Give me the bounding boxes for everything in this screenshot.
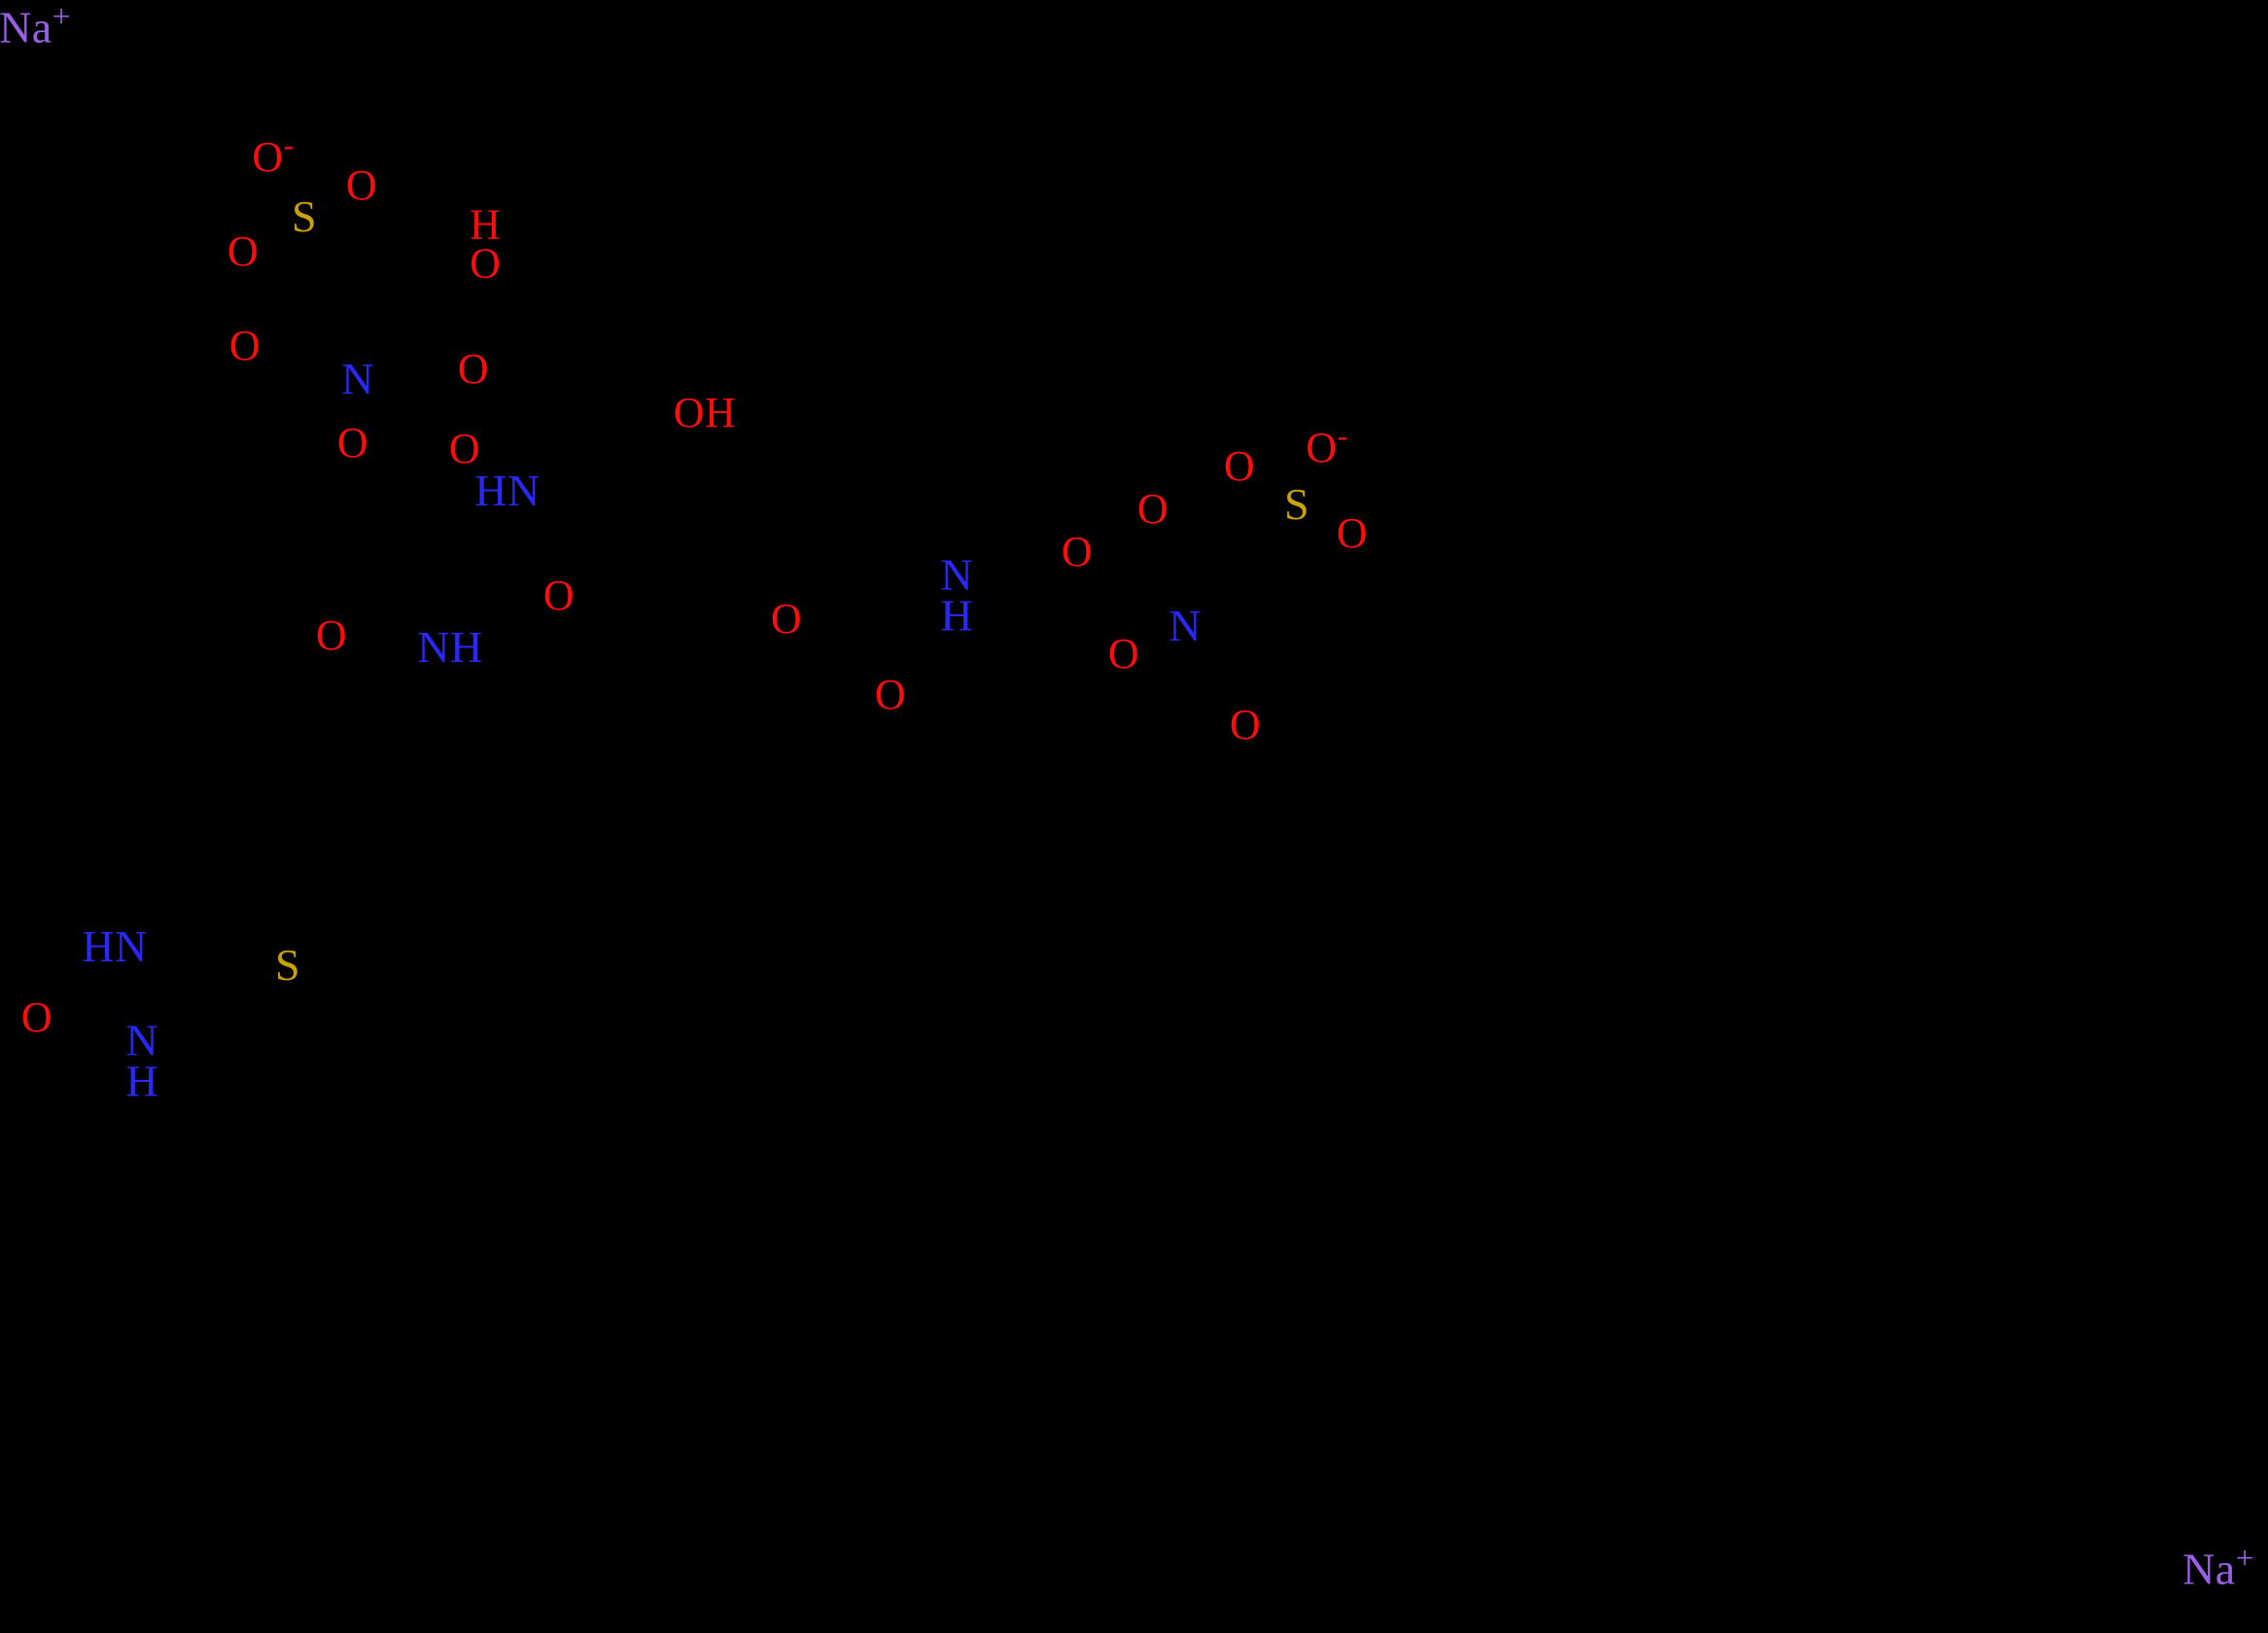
atom-label-oh-mid: OH	[673, 389, 737, 436]
atom-label-s-sulfonate-2: S	[1283, 479, 1310, 529]
atom-label-nh-amide-3: NH	[417, 622, 483, 672]
atom-label-s-thiophane: S	[274, 940, 301, 990]
charge-sign-na-bottom-right: +	[2235, 1540, 2254, 1577]
atom-label-o-ester-left: O	[228, 322, 262, 369]
atom-label-o-sulfonyl-1a: O	[345, 161, 378, 209]
atom-label-o-carbonyl-d: O	[874, 671, 907, 718]
charge-sign-na-top-left: +	[52, 0, 71, 35]
atom-label-o-ester-r1: O	[1136, 485, 1169, 533]
atom-label-hn-amide-2-lower: H	[940, 591, 973, 641]
atom-label-o-amide-c: O	[542, 572, 576, 619]
atom-label-o-urea: O	[20, 993, 53, 1041]
atom-label-hn-amide-1: HN	[474, 466, 541, 515]
atom-label-o-sulfonate-2: O-	[1306, 419, 1348, 471]
atom-label-o-ester-right: O	[457, 345, 490, 393]
atom-label-o-ether-mid: O	[770, 595, 803, 643]
atom-label-o-carbonyl-left: O	[336, 419, 369, 467]
atom-label-nh-urea-bottom-lower: H	[125, 1057, 158, 1106]
atom-label-n-imide-right: N	[1169, 601, 1202, 650]
atom-label-o-sulfonyl-2a: O	[1223, 442, 1256, 490]
atom-label-o-carbonyl-mid: O	[448, 425, 481, 472]
atom-label-nh-urea-bottom-upper: N	[125, 1015, 158, 1065]
atom-label-o-carbonyl-e: O	[1229, 701, 1262, 748]
atom-label-o-sulfonyl-2b: O	[1336, 509, 1369, 557]
atom-label-n-imide-left: N	[341, 354, 374, 403]
atom-label-o-sulfonate-1: O-	[252, 128, 295, 181]
atom-label-s-sulfonate-1: S	[291, 191, 318, 241]
atom-label-o-sulfonyl-1b: O	[227, 227, 260, 275]
atom-label-hn-amide-2-upper: N	[940, 549, 973, 600]
atom-label-oh-top-middle-upper: H	[470, 200, 501, 249]
atom-label-oh-top-middle-lower: O	[470, 240, 501, 288]
atom-label-na-top-left: Na+	[0, 0, 71, 52]
atom-label-o-carbonyl-r: O	[1107, 630, 1140, 678]
atom-label-o-carbonyl-b: O	[315, 611, 348, 659]
charge-sign-o-sulfonate-2: -	[1337, 419, 1348, 454]
atom-label-o-ester-r2: O	[1061, 528, 1094, 575]
atom-label-hn-urea-top: HN	[82, 921, 148, 971]
atom-label-na-bottom-right: Na+	[2182, 1540, 2254, 1594]
charge-sign-o-sulfonate-1: -	[283, 128, 295, 163]
